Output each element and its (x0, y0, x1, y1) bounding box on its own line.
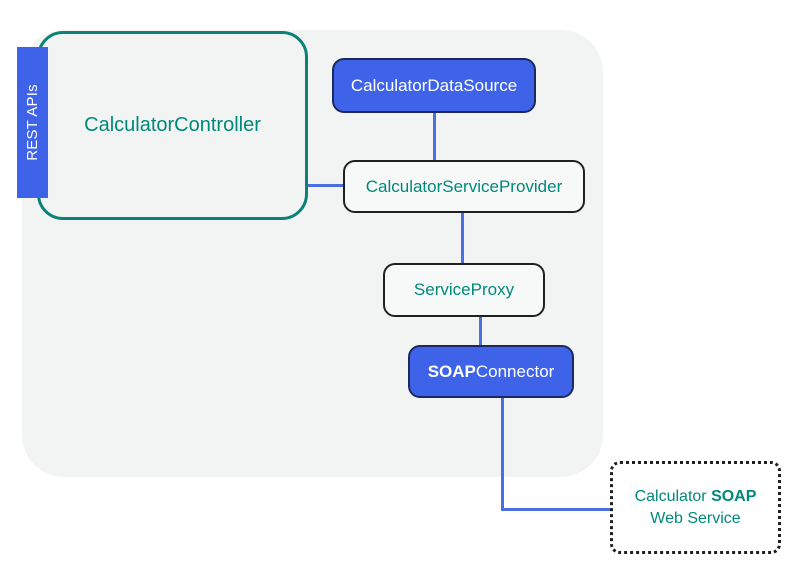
connector-soap-connector-to-web-service (501, 508, 611, 511)
node-calculator-controller[interactable]: CalculatorController (37, 31, 308, 220)
rest-apis-badge-label: REST APIs (24, 84, 41, 161)
connector-datasource-to-service-provider (433, 111, 436, 162)
node-calculator-service-provider-label: CalculatorServiceProvider (365, 176, 563, 196)
connector-soap-connector-down (501, 397, 504, 510)
web-service-line1-bold: SOAP (711, 487, 757, 505)
web-service-line2: Web Service (650, 509, 741, 527)
connector-controller-to-service-provider (306, 184, 346, 187)
connector-service-proxy-to-soap-connector (479, 316, 482, 347)
rest-apis-badge: REST APIs (17, 47, 48, 198)
node-calculator-soap-web-service-label: Calculator SOAP Web Service (635, 486, 757, 529)
web-service-line1-prefix: Calculator (634, 487, 712, 505)
connector-service-provider-to-service-proxy (461, 211, 464, 263)
node-calculator-data-source[interactable]: CalculatorDataSource (332, 58, 536, 113)
node-soap-connector[interactable]: SOAPConnector (408, 345, 574, 398)
node-soap-connector-label-bold: SOAP (427, 361, 476, 381)
node-soap-connector-label: SOAPConnector (428, 362, 555, 382)
node-service-proxy[interactable]: ServiceProxy (383, 263, 545, 317)
node-calculator-data-source-label: CalculatorDataSource (350, 75, 518, 95)
node-calculator-controller-label: CalculatorController (84, 114, 261, 136)
node-calculator-soap-web-service[interactable]: Calculator SOAP Web Service (610, 461, 781, 554)
node-calculator-service-provider[interactable]: CalculatorServiceProvider (343, 160, 585, 213)
node-soap-connector-label-rest: Connector (475, 361, 555, 381)
node-service-proxy-label: ServiceProxy (413, 280, 515, 299)
